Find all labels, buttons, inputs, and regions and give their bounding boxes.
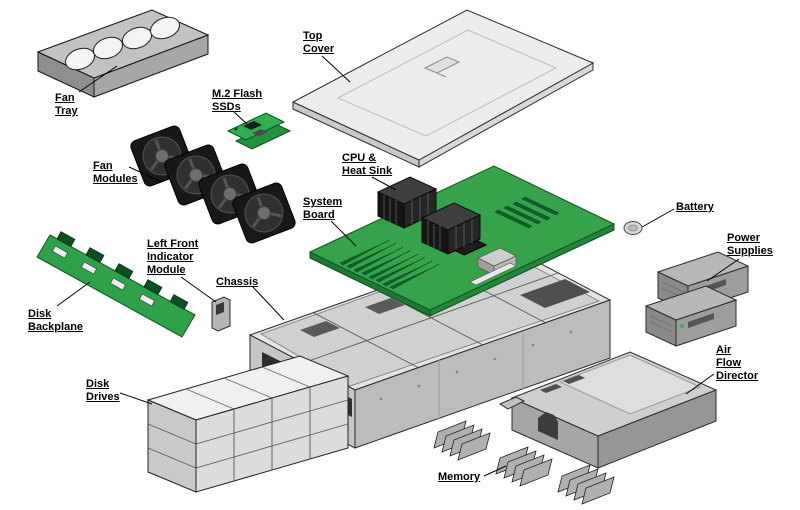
memory-dimm-group: [433, 420, 491, 461]
label-fan-tray[interactable]: Fan Tray: [55, 92, 78, 117]
leader-system-board: [330, 220, 357, 247]
afd-tab: [498, 396, 526, 410]
memory-illustration: [433, 420, 615, 505]
top-cover-etch: [336, 29, 558, 137]
leader-cpu-heat-sink: [371, 176, 397, 191]
disk-backplane-illustration: [36, 231, 196, 338]
air-flow-director-illustration: [498, 351, 718, 469]
label-air-flow-director[interactable]: Air Flow Director: [716, 344, 759, 382]
backplane-connectors: [56, 231, 189, 310]
m2-chip: [243, 121, 262, 130]
riser-slots: [494, 196, 560, 229]
afd-top-step: [558, 354, 702, 415]
battery-illustration: [623, 221, 643, 235]
chassis-rivets: [379, 330, 573, 401]
power-supplies-illustration: [644, 251, 750, 347]
top-cover-latch-mark: [436, 72, 447, 78]
cpu-heatsink: [376, 176, 438, 229]
afd-vent: [540, 384, 562, 393]
cpu-heatsink: [420, 202, 482, 255]
leader-m2-flash-ssds: [233, 111, 248, 125]
drives-left-rows: [147, 423, 197, 469]
fan-modules-illustration: [130, 125, 296, 244]
m2-flash-ssds-illustration: [226, 112, 292, 150]
memory-dimm-group: [495, 446, 553, 487]
dimm-slots: [339, 239, 440, 290]
leader-disk-drives: [119, 392, 153, 405]
label-top-cover[interactable]: Top Cover: [303, 30, 335, 55]
leader-memory: [483, 465, 507, 477]
label-chassis[interactable]: Chassis: [216, 276, 259, 288]
label-left-front-indicator-module[interactable]: Left Front Indicator Module: [147, 238, 199, 276]
drives-grid: [195, 387, 349, 481]
power-supply: [656, 251, 750, 313]
m2-screw: [234, 127, 238, 131]
power-supply: [644, 285, 738, 347]
top-cover-illustration: [291, 9, 595, 168]
chassis-interior-openings: [300, 279, 590, 337]
system-board-illustration: [308, 165, 616, 317]
drives-top-dividers: [185, 366, 311, 410]
leader-fan-modules: [128, 166, 163, 183]
left-front-indicator-illustration: [211, 296, 231, 332]
memory-dimm-group: [557, 464, 615, 505]
label-cpu-heat-sink[interactable]: CPU & Heat Sink: [342, 152, 393, 177]
leader-air-flow-director: [685, 373, 715, 395]
afd-arch-opening: [538, 412, 558, 440]
chassis-seams: [438, 331, 524, 419]
leader-disk-backplane: [56, 281, 91, 307]
label-disk-backplane[interactable]: Disk Backplane: [28, 308, 84, 333]
fan-module: [232, 182, 296, 244]
m2-chip: [252, 129, 268, 136]
disk-drives-illustration: [146, 355, 350, 493]
leader-fan-tray: [78, 65, 118, 93]
leader-chassis: [251, 285, 285, 321]
afd-vent: [563, 375, 585, 384]
leader-top-cover: [321, 55, 351, 83]
label-disk-drives[interactable]: Disk Drives: [86, 378, 120, 403]
leader-power-supplies: [706, 258, 740, 282]
top-cover-face: [291, 9, 595, 161]
leader-lines: [56, 55, 740, 477]
label-m2-flash-ssds[interactable]: M.2 Flash SSDs: [212, 88, 263, 113]
label-power-supplies[interactable]: Power Supplies: [727, 232, 773, 257]
label-system-board[interactable]: System Board: [303, 196, 343, 221]
chassis-front-right-face: [354, 299, 611, 449]
pcie-slot: [469, 262, 517, 286]
fan-tray-opening: [149, 16, 181, 40]
label-fan-modules[interactable]: Fan Modules: [93, 160, 138, 185]
leader-battery: [641, 208, 675, 228]
fan-tray-illustration: [36, 9, 210, 98]
label-memory[interactable]: Memory: [438, 471, 481, 483]
backplane-sockets: [52, 245, 155, 307]
top-cover-latch: [423, 56, 461, 74]
label-battery[interactable]: Battery: [676, 201, 714, 213]
fan-tray-opening: [92, 36, 124, 60]
leader-left-front-indicator: [180, 276, 217, 303]
